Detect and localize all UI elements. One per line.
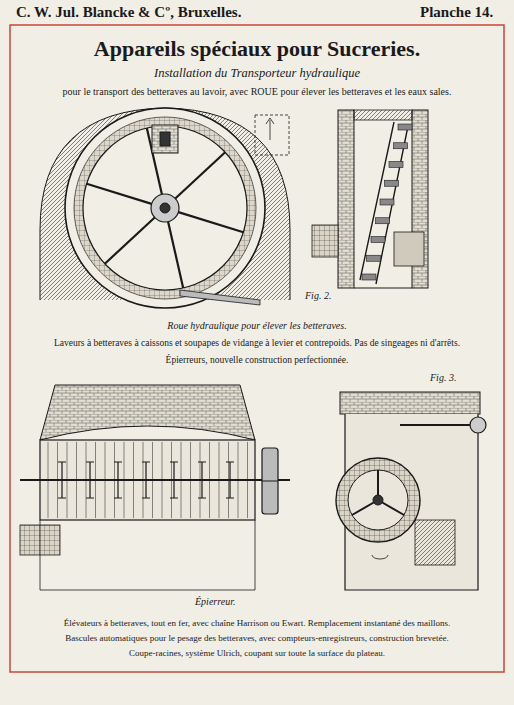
red-frame (10, 25, 504, 672)
stone-catcher-elevation (20, 385, 290, 590)
subtitle-note: pour le transport des betteraves au lavo… (63, 86, 452, 98)
product-note: Laveurs à betteraves à caissons et soupa… (54, 338, 460, 349)
figure-caption: Roue hydraulique pour élever les bettera… (167, 320, 346, 332)
product-note: Bascules automatiques pour le pesage des… (65, 633, 449, 643)
product-note: Élévateurs à betteraves, tout en fer, av… (64, 618, 451, 628)
subtitle: Installation du Transporteur hydraulique (154, 66, 360, 80)
figure-number: Fig. 2. (305, 290, 331, 302)
page-title: Appareils spéciaux pour Sucreries. (94, 36, 420, 61)
product-note: Coupe-racines, système Ulrich, coupant s… (129, 648, 385, 658)
figure-number: Fig. 3. (430, 372, 456, 384)
plate-number: Planche 14. (420, 4, 493, 21)
figure-caption: Épierreur. (195, 596, 235, 608)
water-wheel (40, 108, 290, 308)
stone-catcher-end-view (336, 392, 486, 590)
elevator-section (312, 110, 428, 288)
product-note: Épierreurs, nouvelle construction perfec… (166, 355, 349, 366)
publisher-header: C. W. Jul. Blancke & Cº, Bruxelles. (16, 4, 241, 21)
